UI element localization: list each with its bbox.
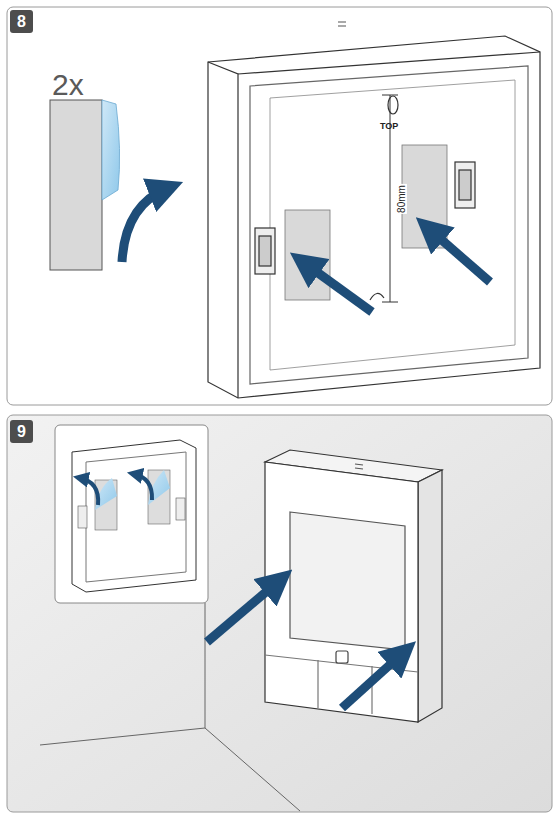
adhesive-pad [402, 145, 447, 248]
step-number: 8 [10, 10, 33, 33]
push-arrow [342, 652, 404, 708]
wall-corner [40, 603, 300, 811]
device-front [265, 450, 442, 722]
device-back [208, 22, 540, 398]
push-arrow [303, 262, 372, 312]
step-number: 9 [10, 420, 33, 443]
curved-arrow [122, 188, 168, 262]
dimension-label: 80mm [397, 184, 407, 214]
push-arrow [428, 228, 490, 282]
adhesive-pad [285, 210, 330, 300]
push-arrow [207, 580, 280, 642]
adhesive-pad [50, 100, 120, 270]
step-panel [7, 7, 552, 405]
step-panel [7, 415, 552, 812]
inset-detail [55, 425, 208, 603]
orientation-label: TOP [380, 122, 398, 131]
quantity-label: 2x [52, 70, 84, 100]
